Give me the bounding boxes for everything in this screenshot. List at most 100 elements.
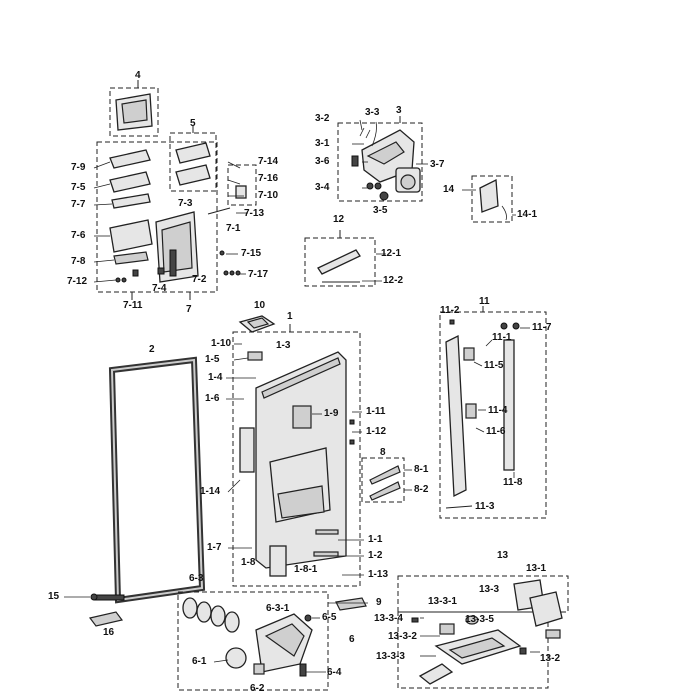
label-1-10: 1-10 — [211, 338, 232, 349]
label-3-3: 3-3 — [365, 107, 380, 118]
label-6-3-1: 6-3-1 — [266, 603, 290, 614]
label-11-3: 11-3 — [475, 501, 495, 512]
label-1-2: 1-2 — [368, 550, 383, 561]
label-4: 4 — [135, 70, 141, 81]
label-7-13: 7-13 — [244, 208, 265, 219]
label-8: 8 — [380, 447, 386, 458]
label-1-9: 1-9 — [324, 408, 339, 419]
part-7-switch — [207, 185, 247, 215]
part-10-cap — [238, 315, 276, 333]
label-14: 14 — [443, 184, 455, 195]
label-16: 16 — [103, 627, 115, 638]
part-12-hinge — [317, 249, 361, 283]
label-1-13: 1-13 — [368, 569, 389, 580]
part-6-motor-assembly — [182, 597, 313, 677]
label-7-14: 7-14 — [258, 156, 279, 167]
label-13-3-2: 13-3-2 — [388, 631, 417, 642]
part-3-dispenser-assembly — [351, 121, 421, 201]
label-7-3: 7-3 — [178, 198, 193, 209]
label-11-1: 11-1 — [492, 332, 512, 343]
label-9: 9 — [376, 597, 382, 608]
label-6-3: 6-3 — [189, 573, 204, 584]
part-8-strips — [369, 465, 401, 501]
label-1-8: 1-8 — [241, 557, 256, 568]
label-7-1: 7-1 — [226, 223, 241, 234]
label-13-2: 13-2 — [540, 653, 561, 664]
label-1-3: 1-3 — [276, 340, 291, 351]
label-1-11: 1-11 — [366, 406, 386, 417]
label-13-3-3: 13-3-3 — [376, 651, 405, 662]
label-1-12: 1-12 — [366, 426, 387, 437]
label-12: 12 — [333, 214, 345, 225]
label-11-6: 11-6 — [486, 426, 506, 437]
label-6-4: 6-4 — [327, 667, 342, 678]
label-8-2: 8-2 — [414, 484, 429, 495]
label-7-8: 7-8 — [71, 256, 86, 267]
label-11-5: 11-5 — [484, 360, 504, 371]
label-12-2: 12-2 — [383, 275, 404, 286]
part-5-bins — [169, 132, 217, 192]
label-7-12: 7-12 — [67, 276, 88, 287]
label-7-15: 7-15 — [241, 248, 262, 259]
label-3-6: 3-6 — [315, 156, 330, 167]
label-1-4: 1-4 — [208, 372, 223, 383]
part-14-cover — [479, 178, 507, 221]
label-1-14: 1-14 — [200, 486, 221, 497]
label-11-8: 11-8 — [503, 477, 523, 488]
label-1-1: 1-1 — [368, 534, 383, 545]
label-7-7: 7-7 — [71, 199, 86, 210]
label-7-5: 7-5 — [71, 182, 86, 193]
label-7-10: 7-10 — [258, 190, 279, 201]
label-3-2: 3-2 — [315, 113, 330, 124]
label-7-17: 7-17 — [248, 269, 269, 280]
label-10: 10 — [254, 300, 266, 311]
part-2-gasket — [108, 356, 206, 604]
label-1-6: 1-6 — [205, 393, 220, 404]
label-6-2: 6-2 — [250, 683, 265, 694]
part-15-rod — [90, 593, 125, 601]
label-15: 15 — [48, 591, 60, 602]
label-11: 11 — [479, 296, 490, 307]
leader-lines — [64, 119, 540, 673]
part-7-bins — [109, 149, 241, 283]
label-14-1: 14-1 — [517, 209, 538, 220]
label-5: 5 — [190, 118, 196, 129]
label-7-4: 7-4 — [152, 283, 167, 294]
label-13-3: 13-3 — [479, 584, 500, 595]
label-7-16: 7-16 — [258, 173, 279, 184]
label-11-4: 11-4 — [488, 405, 508, 416]
label-2: 2 — [149, 344, 155, 355]
part-9-plate — [335, 597, 367, 611]
part-16-plate — [88, 611, 124, 627]
label-1: 1 — [287, 311, 293, 322]
part-13-ice-maker — [411, 579, 563, 685]
label-1-7: 1-7 — [207, 542, 222, 553]
label-1-8-1: 1-8-1 — [294, 564, 318, 575]
label-13-3-4: 13-3-4 — [374, 613, 403, 624]
part-1-door — [239, 351, 355, 577]
label-3: 3 — [396, 105, 402, 116]
label-3-1: 3-1 — [315, 138, 330, 149]
label-11-7: 11-7 — [532, 322, 552, 333]
label-13-3-5: 13-3-5 — [465, 614, 494, 625]
part-11-handle — [445, 319, 520, 509]
label-7: 7 — [186, 304, 192, 315]
label-13: 13 — [497, 550, 509, 561]
label-1-5: 1-5 — [205, 354, 220, 365]
label-7-2: 7-2 — [192, 274, 207, 285]
label-3-4: 3-4 — [315, 182, 330, 193]
label-7-9: 7-9 — [71, 162, 86, 173]
label-7-6: 7-6 — [71, 230, 86, 241]
label-6-1: 6-1 — [192, 656, 207, 667]
label-6-5: 6-5 — [322, 612, 337, 623]
label-13-3-1: 13-3-1 — [428, 596, 457, 607]
label-11-2: 11-2 — [440, 305, 460, 316]
label-13-1: 13-1 — [526, 563, 547, 574]
part-4-bin — [109, 87, 159, 137]
label-7-11: 7-11 — [123, 300, 143, 311]
label-8-1: 8-1 — [414, 464, 429, 475]
label-3-7: 3-7 — [430, 159, 445, 170]
label-3-5: 3-5 — [373, 205, 388, 216]
